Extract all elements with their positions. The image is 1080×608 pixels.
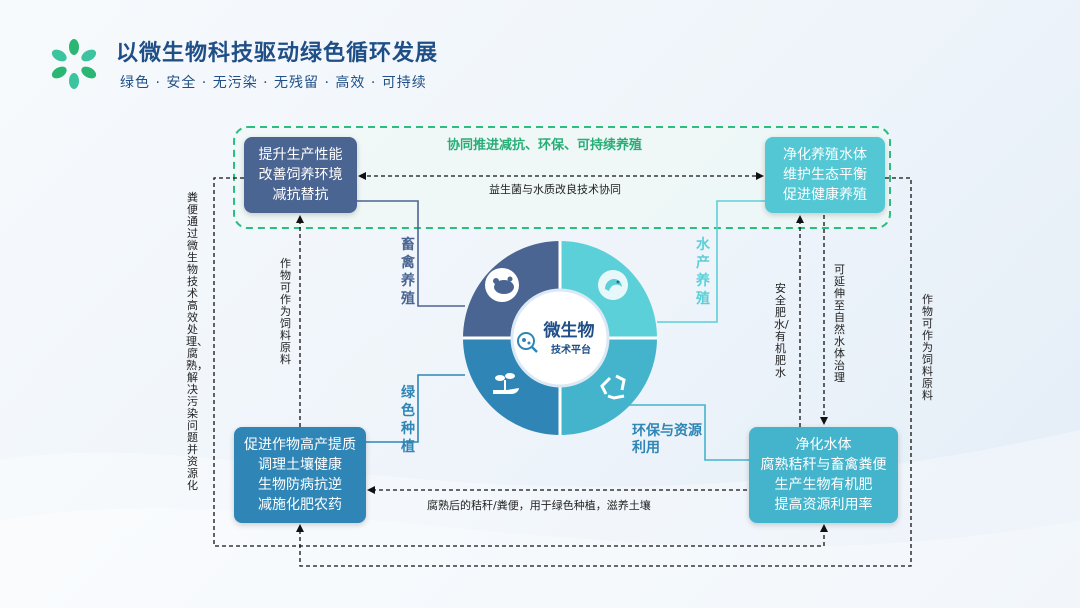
shrimp-icon [598,270,628,300]
sector-label-recycle: 环保与资源利用 [632,423,702,456]
box-line: 促进健康养殖 [783,187,867,203]
label-top-horizontal: 益生菌与水质改良技术协同 [489,183,621,196]
box-line: 净化养殖水体 [783,147,867,163]
arrow-right-outer-loop [296,177,912,567]
sector-label-aquaculture: 水产养殖 [696,237,710,307]
microbe-magnifier-icon [517,332,538,353]
box-line: 生产生物有机肥 [774,477,873,493]
leaf-logo-icon [51,39,97,89]
box-line: 减抗替抗 [272,187,329,203]
box-line: 改善饲养环境 [258,167,343,183]
livestock-benefits-box: 提升生产性能 改善饲养环境 减抗替抗 [244,137,357,213]
center-subtitle: 技术平台 [551,345,591,356]
livestock-icon [485,268,519,302]
recycle-icon [600,374,626,400]
box-line: 促进作物高产提质 [244,437,356,453]
sector-label-planting: 绿色种植 [401,385,415,455]
center-title: 微生物 [543,321,595,341]
label-left-inner: 作物可作为饲料原料 [280,257,291,366]
box-line: 减施化肥农药 [258,497,342,513]
page-subtitle: 绿色 · 安全 · 无污染 · 无残留 · 高效 · 可持续 [120,75,427,91]
label-right-outer: 作物可作为饲料原料 [922,293,933,402]
box-line: 净化水体 [795,437,852,453]
connector-recycle [620,404,749,461]
label-right-inner-1: 安全肥水/有机肥水 [774,282,789,379]
sector-label-livestock: 畜禽养殖 [401,237,415,307]
aquaculture-benefits-box: 净化养殖水体 维护生态平衡 促进健康养殖 [765,137,885,213]
planting-benefits-box: 促进作物高产提质 调理土壤健康 生物防病抗逆 减施化肥农药 [234,427,366,523]
box-line: 调理土壤健康 [258,457,342,473]
box-line: 提升生产性能 [258,147,343,163]
box-line: 腐熟秸秆与畜禽粪便 [760,457,887,473]
page-title: 以微生物科技驱动绿色循环发展 [116,41,439,66]
connector-livestock [357,200,465,307]
connector-aquaculture [657,200,765,323]
box-line: 生物防病抗逆 [258,477,342,493]
label-right-inner-2: 可延伸至自然水体治理 [834,263,845,384]
box-line: 提高资源利用率 [774,497,873,513]
recycle-benefits-box: 净化水体 腐熟秸秆与畜禽粪便 生产生物有机肥 提高资源利用率 [749,427,898,523]
center-hub [510,288,610,388]
box-line: 维护生态平衡 [783,167,867,183]
connector-planting [366,374,465,443]
label-left-outer: 粪便通过微生物技术高效处理、腐熟，解决污染问题并资源化 [186,191,208,492]
label-bottom-horizontal: 腐熟后的秸秆/粪便，用于绿色种植，滋养土壤 [427,499,651,512]
top-band-title: 协同推进减抗、环保、可持续养殖 [447,138,643,153]
plant-hand-icon [493,373,519,394]
